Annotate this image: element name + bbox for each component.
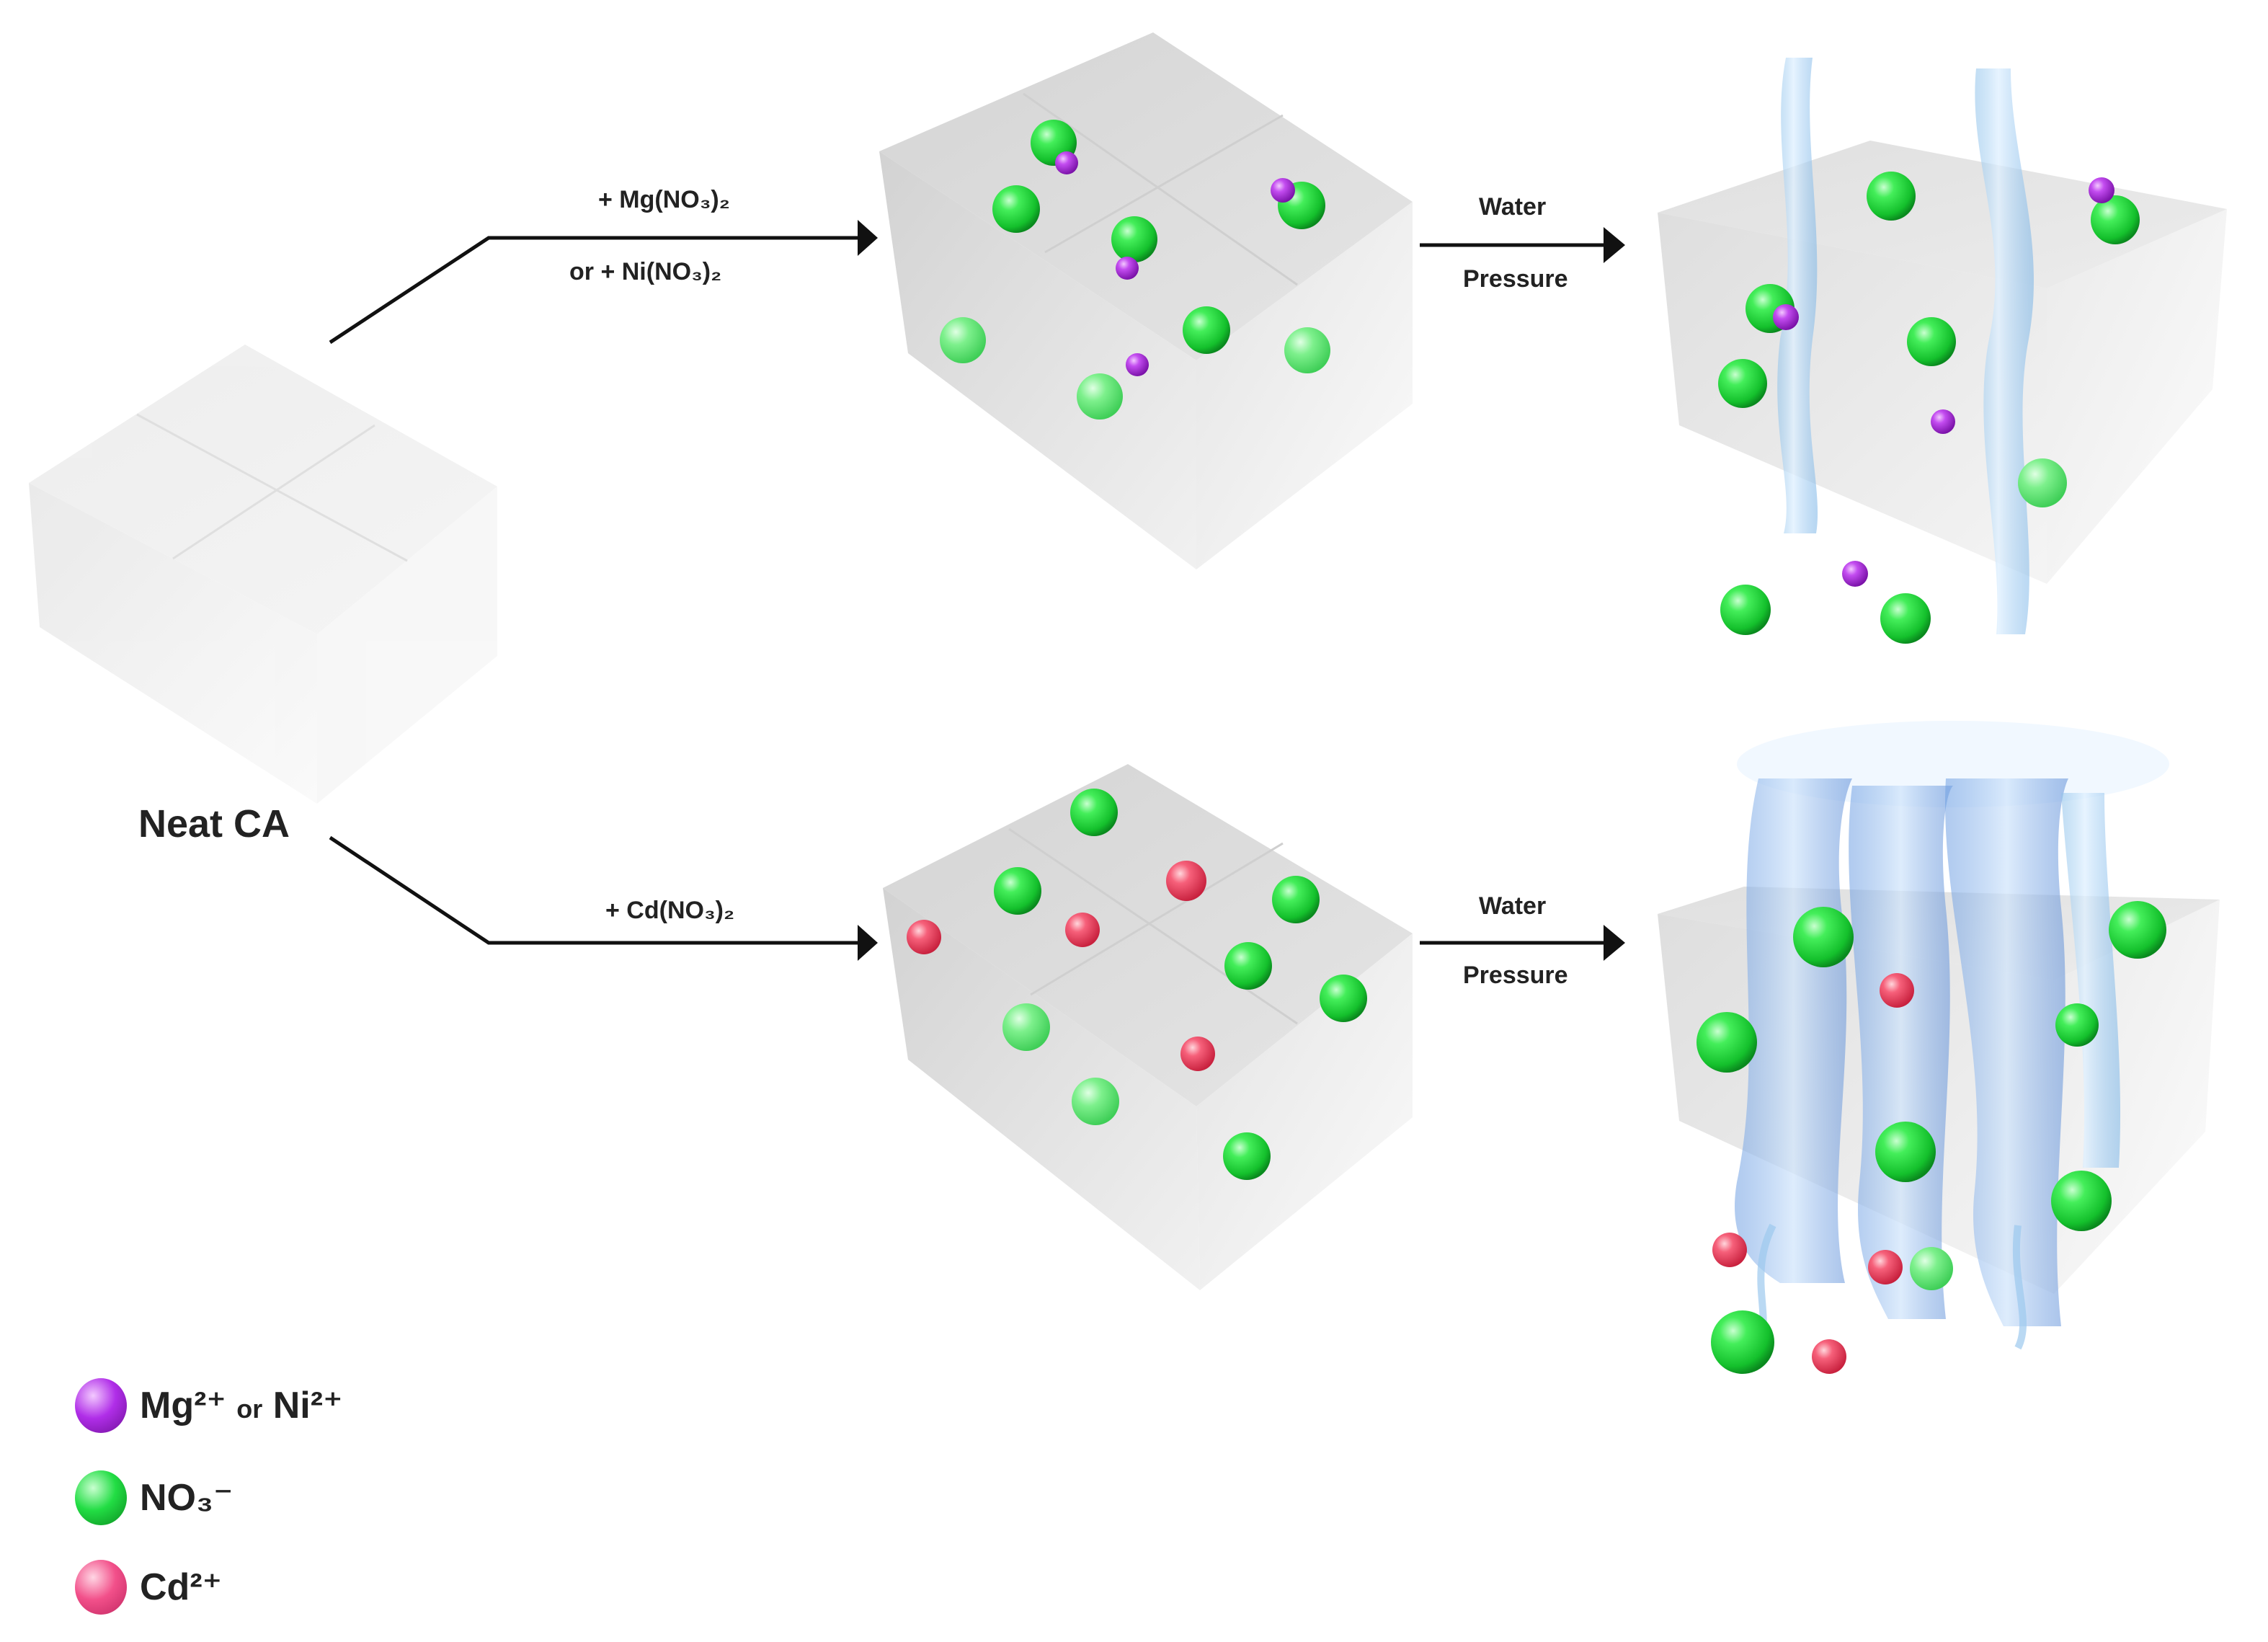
top-process-arrow — [1420, 227, 1625, 263]
mg-ni-ion — [1773, 304, 1799, 330]
nitrate-ion — [2018, 458, 2067, 507]
legend-mg-label: Mg²⁺ — [140, 1385, 226, 1426]
nitrate-ion — [2051, 1171, 2112, 1231]
nitrate-ion — [1910, 1247, 1953, 1290]
nitrate-ion — [1880, 593, 1931, 644]
mg-ni-filtration-ions — [1718, 172, 2140, 644]
nitrate-ion — [1718, 359, 1767, 408]
nitrate-ion — [1224, 942, 1272, 990]
arrow-head-icon — [1604, 925, 1625, 961]
legend-cd-label: Cd²⁺ — [140, 1566, 223, 1608]
water-flow-top — [1777, 58, 2034, 634]
top-process-label-2: Pressure — [1463, 265, 1568, 293]
cd-ion — [1180, 1037, 1215, 1071]
arrow-head-icon — [1604, 227, 1625, 263]
legend-item-cd: Cd²⁺ — [75, 1560, 222, 1615]
nitrate-ion — [1720, 585, 1771, 635]
cd-ion — [907, 920, 941, 954]
mg-ni-ion — [1271, 178, 1295, 203]
pink-ion-icon — [75, 1560, 127, 1615]
top-reagent-label-1: + Mg(NO₃)₂ — [598, 186, 730, 213]
bottom-process-label-2: Pressure — [1463, 962, 1568, 989]
top-connector — [329, 220, 878, 345]
nitrate-ion — [1867, 172, 1916, 221]
mg-ni-ion — [1931, 409, 1955, 434]
mg-ni-block-ions — [940, 120, 1330, 420]
legend-ni-label: Ni²⁺ — [272, 1385, 343, 1426]
nitrate-ion — [1320, 975, 1367, 1022]
nitrate-ion — [2109, 901, 2166, 959]
mg-ni-ion — [1126, 353, 1149, 376]
legend-item-mg-ni: Mg²⁺ or Ni²⁺ — [75, 1378, 343, 1433]
legend-nitrate-label: NO₃⁻ — [140, 1477, 234, 1519]
nitrate-ion — [940, 317, 986, 363]
nitrate-ion — [1875, 1122, 1936, 1182]
nitrate-ion — [1111, 216, 1157, 262]
nitrate-ion — [1077, 373, 1123, 420]
nitrate-ion — [1272, 876, 1320, 923]
nitrate-ion — [1183, 306, 1230, 354]
nitrate-ion — [1696, 1012, 1757, 1073]
cd-ion — [1868, 1250, 1903, 1284]
nitrate-ion — [1072, 1078, 1119, 1125]
cd-ion — [1712, 1233, 1747, 1267]
cd-ion — [1065, 913, 1100, 947]
nitrate-ion — [1284, 327, 1330, 373]
arrow-head-icon — [858, 220, 878, 256]
top-process-label-1: Water — [1479, 193, 1547, 221]
bottom-process-label-1: Water — [1479, 892, 1547, 920]
bottom-connector — [329, 835, 878, 961]
mg-ni-doped-block — [879, 32, 1413, 569]
nitrate-ion — [2091, 195, 2140, 244]
cd-ion — [1812, 1339, 1846, 1374]
nitrate-ion — [1711, 1310, 1774, 1374]
green-ion-icon — [75, 1470, 127, 1525]
purple-ion-icon — [75, 1378, 127, 1433]
bottom-process-arrow — [1420, 925, 1625, 961]
mg-ni-ion — [2089, 177, 2114, 203]
nitrate-ion — [1793, 907, 1854, 967]
mg-ni-ion — [1055, 151, 1078, 174]
nitrate-ion — [1002, 1003, 1050, 1051]
neat-ca-block — [29, 345, 497, 804]
neat-ca-label: Neat CA — [138, 802, 290, 846]
mg-ni-ion — [1842, 561, 1868, 587]
cd-block-ions — [907, 789, 1367, 1180]
water-flow-bottom — [1735, 721, 2169, 1358]
nitrate-ion — [994, 867, 1041, 915]
nitrate-ion — [2055, 1003, 2099, 1047]
cd-ion — [1880, 973, 1914, 1008]
legend-item-nitrate: NO₃⁻ — [75, 1470, 234, 1525]
arrow-head-icon — [858, 925, 878, 961]
cd-ion — [1166, 861, 1206, 901]
nitrate-ion — [1223, 1132, 1271, 1180]
nitrate-ion — [992, 185, 1040, 233]
nitrate-ion — [1070, 789, 1118, 836]
mg-ni-ion — [1116, 257, 1139, 280]
bottom-reagent-label: + Cd(NO₃)₂ — [605, 897, 735, 924]
top-reagent-label-2: or + Ni(NO₃)₂ — [569, 258, 722, 285]
nitrate-ion — [1907, 317, 1956, 366]
legend-or-label: or — [236, 1394, 263, 1424]
cd-filtration-ions — [1696, 901, 2166, 1374]
cd-doped-block — [883, 764, 1413, 1290]
